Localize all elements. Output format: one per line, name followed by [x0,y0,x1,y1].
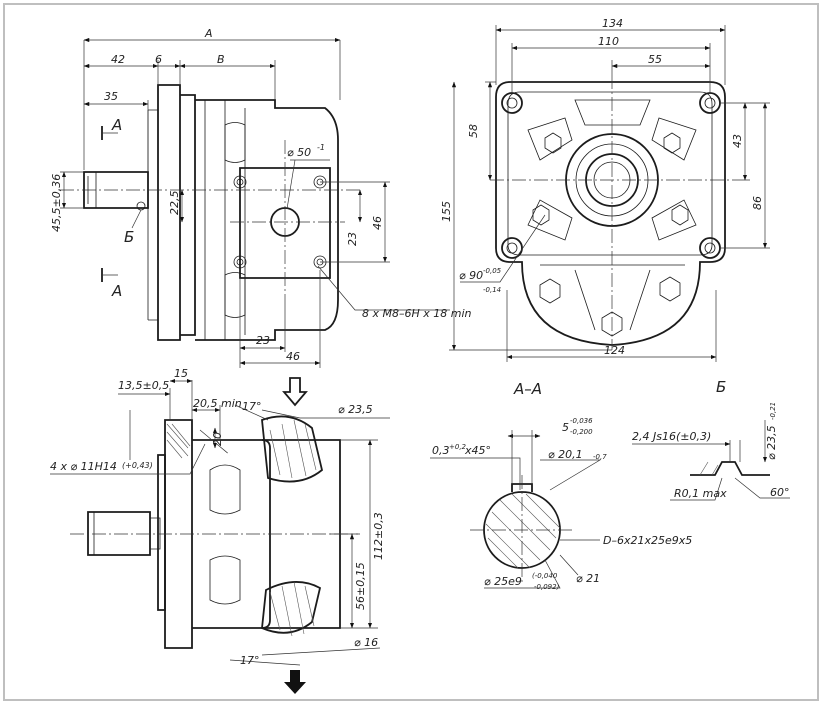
flow-in-arrow [282,377,308,407]
key-width: 5 [562,421,569,434]
outer-tol-hi: (-0,040 [532,572,558,580]
dim-vertical-offset: 22,5 [168,191,181,216]
dim-top-15: 15 [174,367,188,380]
flow-out-arrow [284,670,306,694]
dim-flange-offset: 42 [111,53,125,66]
front-view: 134 110 55 58 43 86 155 ⌀ 90 -0,05 -0,14… [440,17,770,362]
corner-hole [501,92,523,114]
sheet-frame [3,3,819,701]
corner-hole [699,237,721,259]
detail-b: 2,4 Js16(±0,3) ⌀ 23,5 -0,21 R0,1 max 60° [632,402,790,501]
section-mark-bottom: A [111,282,122,300]
dim-height-tol: 45,5±0,36 [50,174,63,232]
hex-bolt [544,132,562,154]
minor-dia: ⌀ 21 [576,572,600,585]
detail-dia-tol: -0,21 [769,402,777,420]
dim-right-upper: 43 [731,134,744,148]
hex-bolt [532,204,550,226]
hex-bolt [659,276,681,302]
dim-pilot-tol-lo: -0,14 [483,286,501,294]
dim-offset: 13,5±0,5 [118,379,169,392]
dim-bottom-23: 23 [256,334,270,347]
key-tol-hi: -0,036 [570,417,593,425]
dim-shaft: 35 [104,90,118,103]
inner-dia: ⌀ 20,1 [548,448,583,461]
inner-tol: -0,7 [593,453,607,461]
outer-tol-lo: -0,092) [534,583,560,591]
holes-note: 4 x ⌀ 11H14 [50,460,117,473]
flange-bottom [164,419,193,649]
view-b-mark: Б [124,228,134,246]
dim-height: 155 [440,201,453,222]
section-label-aa: A–A [513,380,542,398]
dim-body: B [217,53,225,66]
corner-hole [501,237,523,259]
dim-bottom-width: 124 [604,344,625,357]
spline-section: 0,3 +0,2 x45° 5 -0,036 -0,200 ⌀ 20,1 -0,… [430,417,692,591]
dim-right-total: 86 [751,196,764,210]
section-label-b: Б [716,378,726,396]
thread-note: 8 x M8–6H x 18 min [362,307,472,320]
holes-tol: (+0,43) [122,461,153,470]
hex-bolt [539,278,561,304]
outer-dia: ⌀ 25e9 [484,575,522,588]
angle-60: 60° [770,486,790,499]
radius-note: R0,1 max [674,487,727,500]
dim-length: 112±0,3 [372,512,385,560]
port-top [261,415,324,483]
dim-pilot: ⌀ 90 [459,269,483,282]
dim-pilot-tol-hi: -0,05 [483,267,502,275]
pump-body [195,99,339,341]
dim-holes: 110 [598,35,619,48]
dim-port-bore-tol: -1 [317,143,325,152]
dim-port-bore: ⌀ 50 [287,146,311,159]
port-bottom [261,581,322,634]
chamfer: 0,3 [432,444,450,457]
angle-top: 17° [242,400,262,413]
section-mark-top: A [111,116,122,134]
dim-port-span: 46 [371,216,384,230]
dim-width: 134 [602,17,623,30]
dim-upper: 58 [467,124,480,138]
side-view: A 42 6 B 35 45,5±0,36 22,5 ⌀ 50 -1 23 46… [50,27,472,368]
port-plate [239,167,331,279]
bottom-view: 13,5±0,5 15 20,5 min 20 17° ⌀ 23,5 4 x ⌀… [50,367,390,694]
shaft-bottom [87,511,151,556]
flange [157,84,181,341]
hex-bolt [671,204,689,226]
dim-depth: 20,5 min [193,397,242,410]
detail-dia: ⌀ 23,5 [765,425,778,460]
angle-bottom: 17° [240,654,260,667]
hex-bolt [663,132,681,154]
dim-port-half: 23 [346,232,359,246]
spline-note: D–6x21x25e9x5 [603,534,692,547]
dim-half: 55 [648,53,662,66]
dim-half-length: 56±0,15 [354,562,367,610]
key-tol-lo: -0,200 [570,428,593,436]
groove-dim: 2,4 Js16(±0,3) [632,430,711,443]
dim-overall: A [204,27,213,40]
port-dia-bottom: ⌀ 16 [354,636,378,649]
groove-profile [690,461,770,476]
chamfer-tol: +0,2 [449,443,467,451]
dim-flange-thk: 6 [155,53,162,66]
chamfer-angle: x45° [464,444,491,457]
dim-bottom-46: 46 [286,350,300,363]
port-dia-top: ⌀ 23,5 [338,403,373,416]
dim-small: 20 [211,432,224,446]
